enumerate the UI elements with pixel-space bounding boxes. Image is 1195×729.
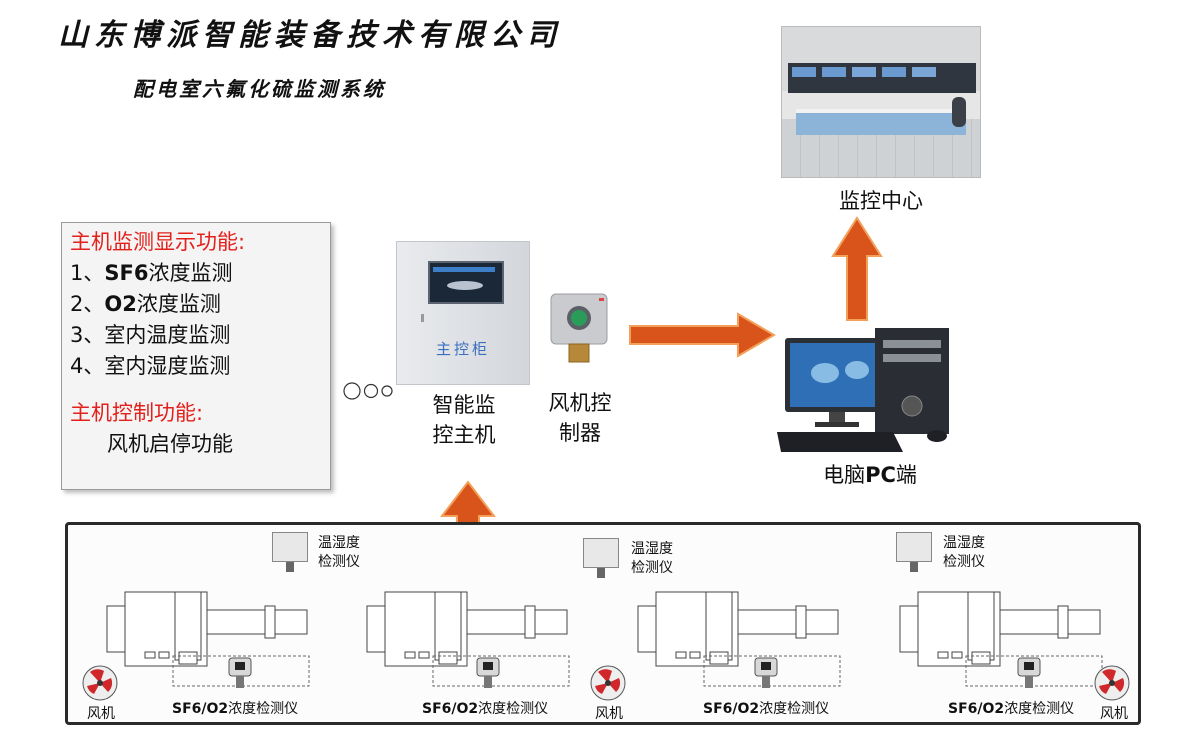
fan-label-1: 风机 xyxy=(87,706,115,722)
arrow-to-pc xyxy=(629,312,776,358)
switchgear-unit-2 xyxy=(366,591,570,687)
fan-controller-label: 风机控制器 xyxy=(548,391,612,445)
arrow-to-monitor-center xyxy=(831,216,883,321)
switchgear-unit-3 xyxy=(637,591,841,687)
th-sensor-2 xyxy=(583,538,619,578)
fan-controller-icon xyxy=(550,293,608,363)
control-functions-title: 主机控制功能: xyxy=(70,401,204,425)
th-sensor-3-label: 温湿度检测仪 xyxy=(943,535,985,570)
gas-detector-label-2: SF6/O2浓度检测仪 xyxy=(422,701,549,717)
gas-detector-label-1: SF6/O2浓度检测仪 xyxy=(172,701,299,717)
th-sensor-3 xyxy=(896,532,932,572)
gas-detector-icon-4 xyxy=(1017,657,1041,688)
gas-detector-label-3: SF6/O2浓度检测仪 xyxy=(703,701,830,717)
display-functions-title: 主机监测显示功能: xyxy=(70,230,246,254)
fan-label-3: 风机 xyxy=(1100,706,1128,722)
main-control-cabinet: 主控柜 xyxy=(396,241,530,385)
switchgear-unit-4 xyxy=(899,591,1103,687)
pc-label: 电脑PC端 xyxy=(823,463,917,487)
cabinet-screen xyxy=(428,261,504,304)
fan-icon-1 xyxy=(82,665,118,701)
switchgear-unit-1 xyxy=(106,591,310,687)
th-sensor-2-label: 温湿度检测仪 xyxy=(631,541,673,576)
pc-workstation-icon xyxy=(777,328,949,452)
gas-detector-icon-3 xyxy=(754,657,778,688)
gas-detector-label-4: SF6/O2浓度检测仪 xyxy=(948,701,1075,717)
monitor-center-label: 监控中心 xyxy=(839,189,923,213)
function-item-sf6: 1、SF6浓度监测 xyxy=(70,261,233,285)
th-sensor-1-label: 温湿度检测仪 xyxy=(318,535,360,570)
monitor-center-photo xyxy=(781,26,981,178)
th-sensor-1 xyxy=(272,532,308,572)
gas-detector-icon-2 xyxy=(476,657,500,688)
cabinet-label: 主控柜 xyxy=(435,340,490,358)
function-item-fan-control: 风机启停功能 xyxy=(107,432,233,456)
function-item-o2: 2、O2浓度监测 xyxy=(70,292,221,316)
fan-icon-2 xyxy=(590,665,626,701)
connector-bubbles xyxy=(343,382,393,400)
fan-label-2: 风机 xyxy=(595,706,623,722)
gas-detector-icon-1 xyxy=(228,657,252,688)
function-panel: 主机监测显示功能: 1、SF6浓度监测 2、O2浓度监测 3、室内温度监测 4、… xyxy=(61,222,331,490)
system-title: 配电室六氟化硫监测系统 xyxy=(133,77,386,101)
fan-icon-3 xyxy=(1094,665,1130,701)
function-item-humidity: 4、室内湿度监测 xyxy=(70,354,231,378)
function-item-temperature: 3、室内温度监测 xyxy=(70,323,231,347)
host-label: 智能监控主机 xyxy=(432,393,496,447)
company-name: 山东博派智能装备技术有限公司 xyxy=(58,18,562,53)
